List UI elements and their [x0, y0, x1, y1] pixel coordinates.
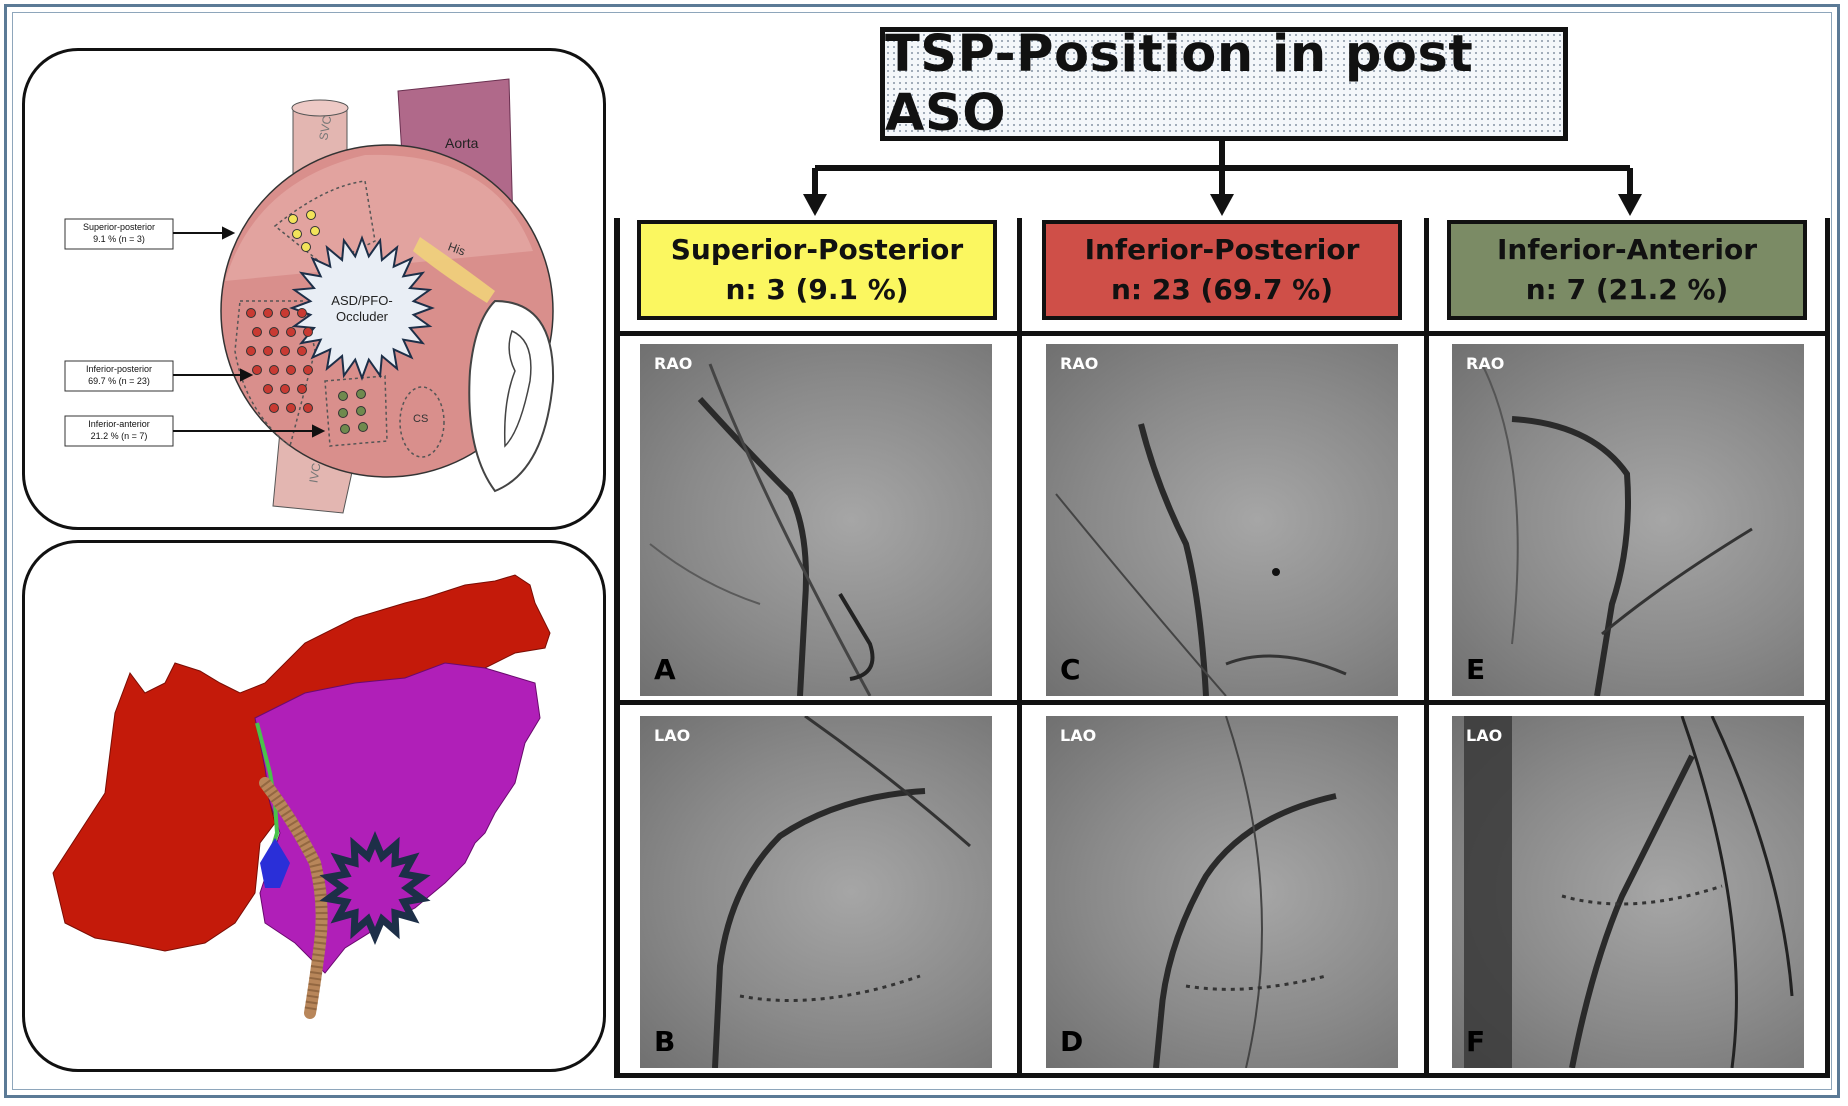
- category-name: Superior-Posterior: [670, 233, 964, 266]
- category-superior-posterior: Superior-Posterior n: 3 (9.1 %): [637, 220, 997, 320]
- label-inferior-posterior-name: Inferior-posterior: [85, 364, 153, 374]
- position-dot: [310, 226, 320, 236]
- position-dot: [246, 308, 256, 318]
- panel-letter: A: [654, 653, 676, 686]
- occluder-label-line1: ASD/PFO-: [331, 293, 393, 308]
- view-label: LAO: [654, 726, 691, 745]
- occluder-label: ASD/PFO- Occluder: [317, 293, 407, 325]
- label-superior-posterior-name: Superior-posterior: [82, 222, 156, 232]
- position-dot: [263, 346, 273, 356]
- position-dot: [288, 214, 298, 224]
- cs-label: CS: [413, 413, 429, 425]
- schematic-panel: SVC IVC Aorta His CS ASD/PFO- Occluder S…: [22, 48, 606, 530]
- position-dot: [303, 403, 313, 413]
- grid-right-border: [1825, 218, 1830, 1078]
- position-dot: [340, 424, 350, 434]
- category-count: n: 3 (9.1 %): [725, 273, 909, 306]
- label-inferior-anterior: Inferior-anterior 21.2 % (n = 7): [65, 418, 173, 442]
- heart-schematic: [64, 78, 555, 514]
- view-label: RAO: [654, 354, 693, 373]
- label-inferior-anterior-value: 21.2 % (n = 7): [90, 431, 148, 441]
- position-dot: [306, 210, 316, 220]
- grid-header-line: [614, 331, 1830, 336]
- position-dot: [297, 384, 307, 394]
- category-name: Inferior-Anterior: [1496, 233, 1758, 266]
- position-dot: [263, 384, 273, 394]
- atrium-3d-map: [52, 574, 551, 1019]
- fluoro-catheters-d: [1153, 716, 1337, 1068]
- grid-divider-2: [1424, 218, 1429, 1078]
- position-dot: [338, 391, 348, 401]
- figure-title-box: TSP-Position in post ASO: [880, 25, 1568, 143]
- position-dot: [297, 346, 307, 356]
- fluoro-catheters-a: [649, 363, 875, 696]
- panel-letter: E: [1466, 653, 1486, 686]
- electroanatomic-map-panel: [22, 540, 606, 1072]
- view-label: RAO: [1060, 354, 1099, 373]
- category-count: n: 7 (21.2 %): [1525, 273, 1729, 306]
- fluoro-panel-f: LAO F: [1452, 716, 1804, 1068]
- label-inferior-posterior-value: 69.7 % (n = 23): [88, 376, 150, 386]
- label-inferior-anterior-name: Inferior-anterior: [88, 419, 150, 429]
- position-dot: [286, 365, 296, 375]
- label-superior-posterior-value: 9.1 % (n = 3): [93, 234, 145, 244]
- position-dot: [263, 308, 273, 318]
- view-label: RAO: [1466, 354, 1505, 373]
- panel-letter: D: [1060, 1025, 1084, 1058]
- position-dot: [246, 346, 256, 356]
- fluoro-catheters-e: [1481, 363, 1753, 696]
- position-dot: [303, 365, 313, 375]
- position-dot: [280, 308, 290, 318]
- view-label: LAO: [1060, 726, 1097, 745]
- position-dot: [301, 242, 311, 252]
- position-dot: [269, 403, 279, 413]
- label-superior-posterior: Superior-posterior 9.1 % (n = 3): [65, 221, 173, 245]
- grid-left-border: [614, 218, 620, 1078]
- panel-letter: F: [1466, 1025, 1486, 1058]
- figure-inner-frame: [12, 12, 1832, 1090]
- grid-middle-line: [614, 700, 1830, 705]
- position-dot: [292, 229, 302, 239]
- position-dot: [358, 422, 368, 432]
- fluoro-catheters-b: [712, 716, 971, 1068]
- position-dot: [286, 327, 296, 337]
- category-inferior-posterior: Inferior-Posterior n: 23 (69.7 %): [1042, 220, 1402, 320]
- position-dot: [297, 308, 307, 318]
- grid-bottom-line: [614, 1073, 1830, 1078]
- position-dot: [280, 384, 290, 394]
- position-dot: [303, 327, 313, 337]
- category-inferior-anterior: Inferior-Anterior n: 7 (21.2 %): [1447, 220, 1807, 320]
- category-count: n: 23 (69.7 %): [1110, 273, 1334, 306]
- fluoro-catheters-c: [1055, 423, 1347, 696]
- panel-letter: C: [1060, 653, 1081, 686]
- fluoro-catheters-f: [1464, 716, 1794, 1068]
- category-name: Inferior-Posterior: [1084, 233, 1360, 266]
- panel-letter: B: [654, 1025, 676, 1058]
- aorta-label: Aorta: [445, 135, 479, 151]
- fluoro-panel-b: LAO B: [640, 716, 992, 1068]
- fluoro-panel-e: RAO E: [1452, 344, 1804, 696]
- view-label: LAO: [1466, 726, 1503, 745]
- position-dot: [252, 327, 262, 337]
- position-dot: [338, 408, 348, 418]
- position-dot: [269, 327, 279, 337]
- figure-title: TSP-Position in post ASO: [885, 25, 1474, 143]
- position-dot: [280, 346, 290, 356]
- label-inferior-posterior: Inferior-posterior 69.7 % (n = 23): [65, 363, 173, 387]
- fluoro-panel-c: RAO C: [1046, 344, 1398, 696]
- position-dot: [252, 365, 262, 375]
- position-dot: [356, 389, 366, 399]
- grid-divider-1: [1017, 218, 1022, 1078]
- position-dot: [286, 403, 296, 413]
- fluoro-panel-a: RAO A: [640, 344, 992, 696]
- position-dot: [269, 365, 279, 375]
- position-dot: [356, 406, 366, 416]
- occluder-label-line2: Occluder: [335, 309, 389, 324]
- fluoro-panel-d: LAO D: [1046, 716, 1398, 1068]
